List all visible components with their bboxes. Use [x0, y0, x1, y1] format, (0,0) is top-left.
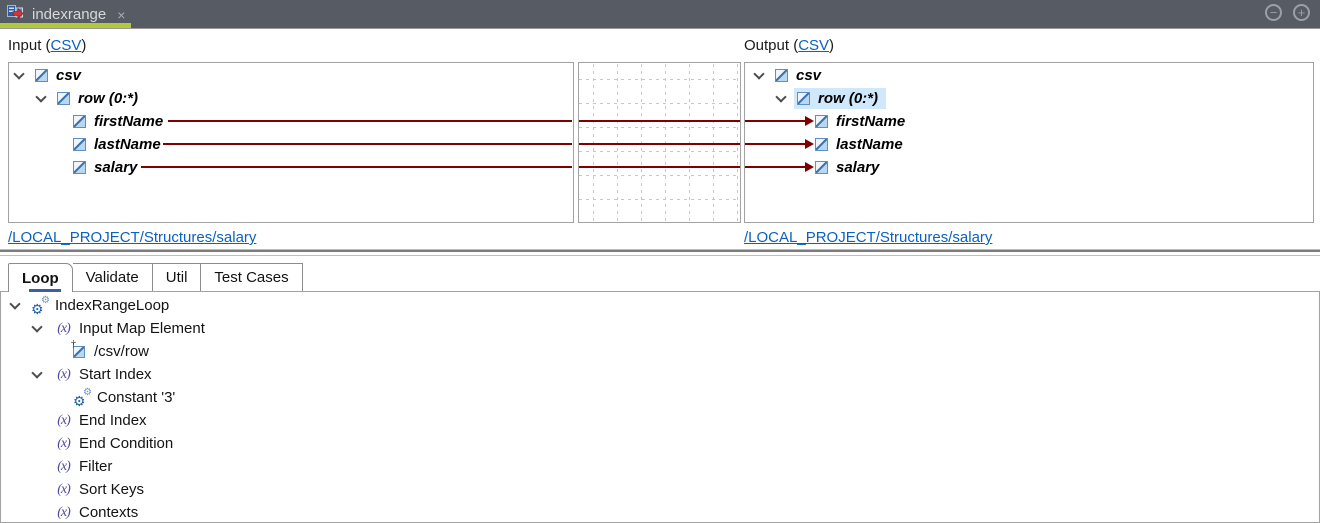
element-ref-icon [71, 339, 85, 358]
editor-tab-title: indexrange [32, 6, 107, 23]
element-icon [797, 92, 810, 105]
gears-icon [31, 296, 50, 316]
expression-icon [53, 321, 74, 337]
mapping-line-salary[interactable] [745, 166, 806, 168]
element-icon [35, 69, 48, 82]
element-icon [73, 161, 86, 174]
map-icon [7, 5, 24, 24]
zoom-in-icon[interactable]: + [1293, 4, 1310, 21]
chevron-down-icon[interactable] [31, 320, 43, 333]
tab-validate[interactable]: Validate [72, 263, 153, 291]
loop-node-filter[interactable]: Filter [1, 455, 1319, 478]
close-icon[interactable]: × [117, 6, 126, 23]
active-tab-underline [0, 23, 131, 28]
tab-test-cases[interactable]: Test Cases [201, 263, 303, 291]
horizontal-splitter[interactable] [0, 248, 1320, 253]
expression-icon [53, 436, 74, 452]
zoom-out-icon[interactable]: − [1265, 4, 1282, 21]
chevron-down-icon[interactable] [13, 67, 25, 80]
element-icon [815, 161, 828, 174]
chevron-down-icon[interactable] [775, 90, 787, 103]
input-structure-tree: csv row (0:*) firstName lastName salary [8, 62, 574, 223]
editor-tab-indexrange[interactable]: indexrange × [0, 0, 131, 29]
mapping-line-salary[interactable] [141, 166, 572, 168]
element-icon [815, 138, 828, 151]
expression-icon [53, 413, 74, 429]
loop-node-end-condition[interactable]: End Condition [1, 432, 1319, 455]
mapping-line-salary[interactable] [579, 166, 740, 168]
chevron-down-icon[interactable] [9, 297, 21, 310]
loop-node-csv-row[interactable]: /csv/row [1, 339, 1319, 363]
zoom-controls: − + [1265, 4, 1310, 21]
mapping-line-lastname[interactable] [163, 143, 572, 145]
element-icon [815, 115, 828, 128]
expression-icon [53, 482, 74, 498]
input-csv-link[interactable]: CSV [50, 37, 82, 54]
chevron-down-icon[interactable] [31, 366, 43, 379]
chevron-down-icon[interactable] [35, 90, 47, 103]
mapping-line-lastname[interactable] [579, 143, 740, 145]
loop-node-sort-keys[interactable]: Sort Keys [1, 478, 1319, 501]
loop-node-contexts[interactable]: Contexts [1, 501, 1319, 522]
input-node-row[interactable]: row (0:*) [9, 87, 573, 110]
loop-node-indexrangeloop[interactable]: IndexRangeLoop [1, 294, 1319, 317]
element-icon [57, 92, 70, 105]
input-structure-path-link[interactable]: /LOCAL_PROJECT/Structures/salary [8, 229, 257, 246]
chevron-down-icon[interactable] [753, 67, 765, 80]
mapping-line-firstname[interactable] [168, 120, 572, 122]
mapping-arrow-icon [805, 162, 814, 172]
bottom-tab-folder: Loop Validate Util Test Cases IndexRange… [0, 255, 1320, 523]
loop-node-constant-3[interactable]: Constant '3' [1, 386, 1319, 409]
tab-strip: Loop Validate Util Test Cases [8, 263, 303, 292]
editor-tab-bar: indexrange × − + [0, 0, 1320, 29]
output-node-salary[interactable]: salary [745, 156, 1313, 179]
output-node-row-selected[interactable]: row (0:*) [745, 87, 1313, 110]
output-node-firstname[interactable]: firstName [745, 110, 1313, 133]
tab-util[interactable]: Util [152, 263, 202, 291]
mapping-line-firstname[interactable] [579, 120, 740, 122]
output-node-lastname[interactable]: lastName [745, 133, 1313, 156]
output-structure-tree: csv row (0:*) firstName lastName salary [744, 62, 1314, 223]
input-node-csv[interactable]: csv [9, 64, 573, 87]
tab-loop[interactable]: Loop [8, 263, 73, 292]
mapping-canvas: csv row (0:*) firstName lastName salary [0, 62, 1320, 223]
mapping-arrow-icon [805, 139, 814, 149]
expression-icon [53, 505, 74, 521]
element-icon [73, 138, 86, 151]
loop-tree-panel: IndexRangeLoop Input Map Element /csv/ro… [0, 291, 1320, 523]
expression-icon [53, 459, 74, 475]
element-icon [775, 69, 788, 82]
selected-node-highlight: row (0:*) [794, 88, 886, 109]
output-label: Output (CSV) [744, 37, 835, 54]
mapping-arrow-icon [805, 116, 814, 126]
gears-icon [73, 388, 92, 408]
output-csv-link[interactable]: CSV [798, 37, 830, 54]
loop-node-end-index[interactable]: End Index [1, 409, 1319, 432]
output-node-csv[interactable]: csv [745, 64, 1313, 87]
mapping-line-firstname[interactable] [745, 120, 806, 122]
loop-node-start-index[interactable]: Start Index [1, 363, 1319, 386]
input-label: Input (CSV) [8, 37, 87, 54]
input-node-lastname[interactable]: lastName [9, 133, 573, 156]
output-structure-path-link[interactable]: /LOCAL_PROJECT/Structures/salary [744, 229, 993, 246]
element-icon [73, 115, 86, 128]
loop-node-input-map-element[interactable]: Input Map Element [1, 317, 1319, 340]
input-node-salary[interactable]: salary [9, 156, 573, 179]
mapping-line-lastname[interactable] [745, 143, 806, 145]
expression-icon [53, 367, 74, 383]
input-node-firstname[interactable]: firstName [9, 110, 573, 133]
